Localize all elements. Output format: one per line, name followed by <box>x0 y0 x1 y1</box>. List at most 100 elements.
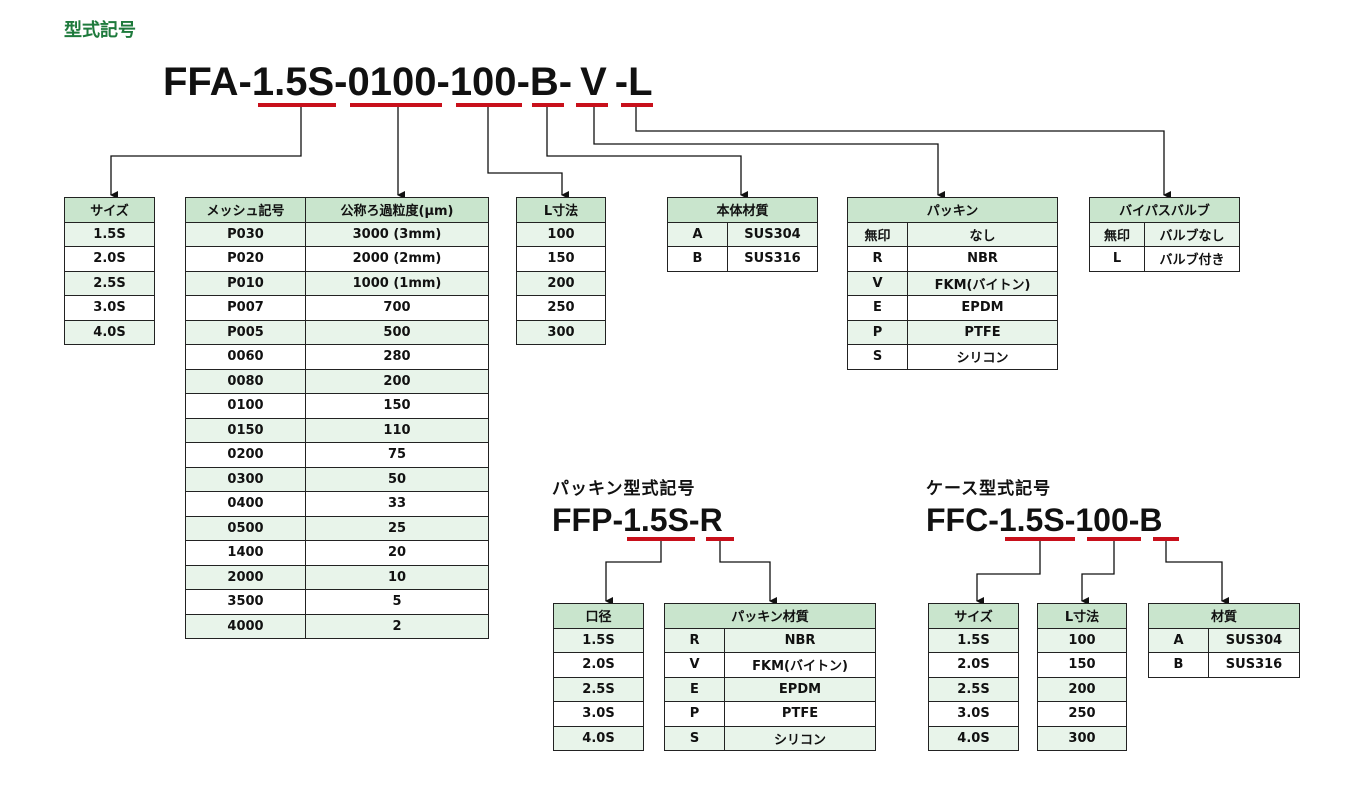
table-cell-value: バルブ付き <box>1144 246 1240 272</box>
length-header: L寸法 <box>516 197 606 223</box>
diameter-header: 口径 <box>553 603 644 629</box>
table-cell-value: 25 <box>305 515 489 541</box>
table-cell: 300 <box>1037 725 1127 751</box>
table-cell: 3.0S <box>928 701 1019 727</box>
table-row: 250 <box>516 295 606 321</box>
table-row: 2.5S <box>553 676 644 702</box>
packing-model-code: FFP-1.5S-R <box>552 504 723 536</box>
table-row: 2.5S <box>64 270 155 296</box>
table-cell-code: 0060 <box>185 344 306 370</box>
table-cell-code: P030 <box>185 221 306 247</box>
table-cell-code: P005 <box>185 319 306 345</box>
code-packing: V <box>580 60 607 104</box>
table-cell-code: 0300 <box>185 466 306 492</box>
table-row: 200 <box>1037 676 1127 702</box>
underline-bypass <box>621 103 653 107</box>
code-case-size: 1.5S <box>998 502 1065 538</box>
table-cell-value: SUS316 <box>726 246 819 272</box>
code-separator: - <box>1128 502 1140 538</box>
table-cell-value: FKM(バイトン) <box>724 652 876 678</box>
table-row: 4.0S <box>553 725 644 751</box>
case-code-title: ケース型式記号 <box>926 479 1052 499</box>
table-cell-code: E <box>847 295 908 321</box>
table-cell-code: 無印 <box>1089 221 1145 247</box>
table-cell: 200 <box>1037 676 1127 702</box>
code-separator: - <box>334 60 348 104</box>
table-cell-value: EPDM <box>907 295 1058 321</box>
code-size: 1.5S <box>251 60 335 104</box>
table-cell-code: V <box>664 652 725 678</box>
table-row: 2.0S <box>928 652 1019 678</box>
table-cell: 200 <box>516 270 606 296</box>
table-cell-code: P <box>847 319 908 345</box>
code-mesh: 0100 <box>347 60 437 104</box>
underline-diameter <box>627 537 695 541</box>
table-cell-value: なし <box>907 221 1058 247</box>
table-cell-code: 2000 <box>185 564 306 590</box>
bypass-header: バイパスバルブ <box>1089 197 1240 223</box>
code-separator: - <box>688 502 700 538</box>
table-row: 300 <box>516 319 606 345</box>
table-cell-value: 1000 (1mm) <box>305 270 489 296</box>
underline-body-material <box>532 103 564 107</box>
table-cell: 250 <box>516 295 606 321</box>
table-cell-value: 2000 (2mm) <box>305 246 489 272</box>
packing-header: パッキン <box>847 197 1058 223</box>
code-body-material: B <box>529 60 559 104</box>
connector-diameter <box>605 541 662 605</box>
table-cell: 300 <box>516 319 606 345</box>
connector-body-material <box>546 107 748 199</box>
table-cell-code: S <box>847 344 908 370</box>
table-cell-code: P020 <box>185 246 306 272</box>
code-length: 100 <box>449 60 517 104</box>
case-size-header: サイズ <box>928 603 1019 629</box>
table-cell-code: V <box>847 270 908 296</box>
table-cell: 4.0S <box>928 725 1019 751</box>
table-cell: 150 <box>516 246 606 272</box>
table-cell-code: E <box>664 676 725 702</box>
underline-case-material <box>1153 537 1179 541</box>
table-cell: 2.5S <box>928 676 1019 702</box>
table-cell-value: バルブなし <box>1144 221 1240 247</box>
table-row: 2.5S <box>928 676 1019 702</box>
table-cell-value: EPDM <box>724 676 876 702</box>
table-cell: 3.0S <box>64 295 155 321</box>
underline-packing <box>576 103 608 107</box>
table-cell-value: NBR <box>724 627 876 653</box>
table-cell-value: SUS316 <box>1207 652 1301 678</box>
table-cell-code: 0080 <box>185 368 306 394</box>
table-cell-value: 50 <box>305 466 489 492</box>
table-cell-code: 0400 <box>185 491 306 517</box>
table-cell-code: 4000 <box>185 613 306 639</box>
table-row: 4.0S <box>64 319 155 345</box>
table-cell-value: PTFE <box>907 319 1058 345</box>
table-cell: 150 <box>1037 652 1127 678</box>
table-cell-code: 0200 <box>185 442 306 468</box>
table-cell-value: 10 <box>305 564 489 590</box>
